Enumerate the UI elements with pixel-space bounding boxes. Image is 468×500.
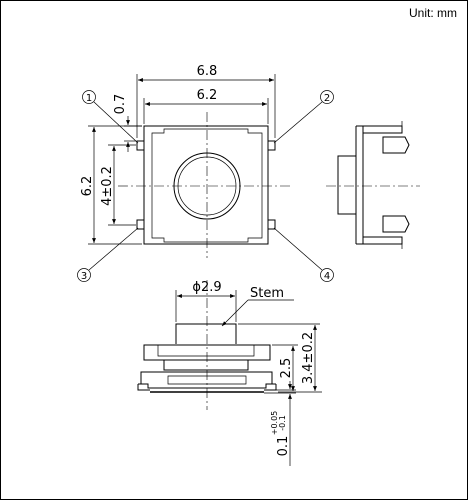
dim-pin-pitch: 4±0.2: [100, 166, 115, 206]
dim-tab-offset: 0.7: [113, 94, 128, 115]
pin-1-callout: [82, 90, 96, 104]
pin-4-label: 4: [324, 271, 330, 282]
dim-height-25: 2.5: [279, 358, 294, 379]
pin-3-callout: [77, 268, 91, 282]
side-view: [326, 121, 420, 249]
side-stem: [337, 155, 357, 215]
pin-3-label: 3: [81, 271, 87, 282]
pin-2-callout: [320, 90, 334, 104]
top-body-outline: [143, 125, 269, 245]
dim-thickness-base: 0.1: [276, 436, 291, 457]
pin-2-label: 2: [324, 93, 330, 104]
top-inner-outline: [151, 128, 263, 243]
dim-width-body: 6.2: [197, 88, 218, 103]
side-terminal-bottom: [382, 215, 410, 233]
pin-4-callout: [320, 268, 334, 282]
dim-thickness-tol-plus: +0.05: [270, 411, 279, 436]
dim-height-total: 3.4±0.2: [301, 332, 316, 384]
unit-label: Unit: mm: [409, 6, 457, 20]
pin-4-tab: [267, 219, 276, 230]
pin-3-tab: [136, 219, 145, 230]
pin-2-tab: [267, 140, 276, 151]
side-terminal-top: [382, 136, 410, 154]
dim-height-body: 6.2: [80, 176, 95, 197]
front-view: ϕ2.9 Stem 2.5 3.4±0.2 0.1 +0.05 -0.1: [137, 280, 322, 466]
top-view: 6.8 6.2 0.7 6.2 4±0.2 1 2 3 4: [77, 64, 334, 282]
dim-stem-diameter: ϕ2.9: [192, 280, 221, 295]
pin-1-tab: [136, 140, 145, 151]
dim-width-overall: 6.8: [197, 64, 218, 79]
front-stem: [175, 323, 237, 344]
stem-label: Stem: [250, 286, 284, 301]
pin-1-label: 1: [86, 93, 92, 104]
dim-thickness-tol-minus: -0.1: [278, 415, 287, 431]
